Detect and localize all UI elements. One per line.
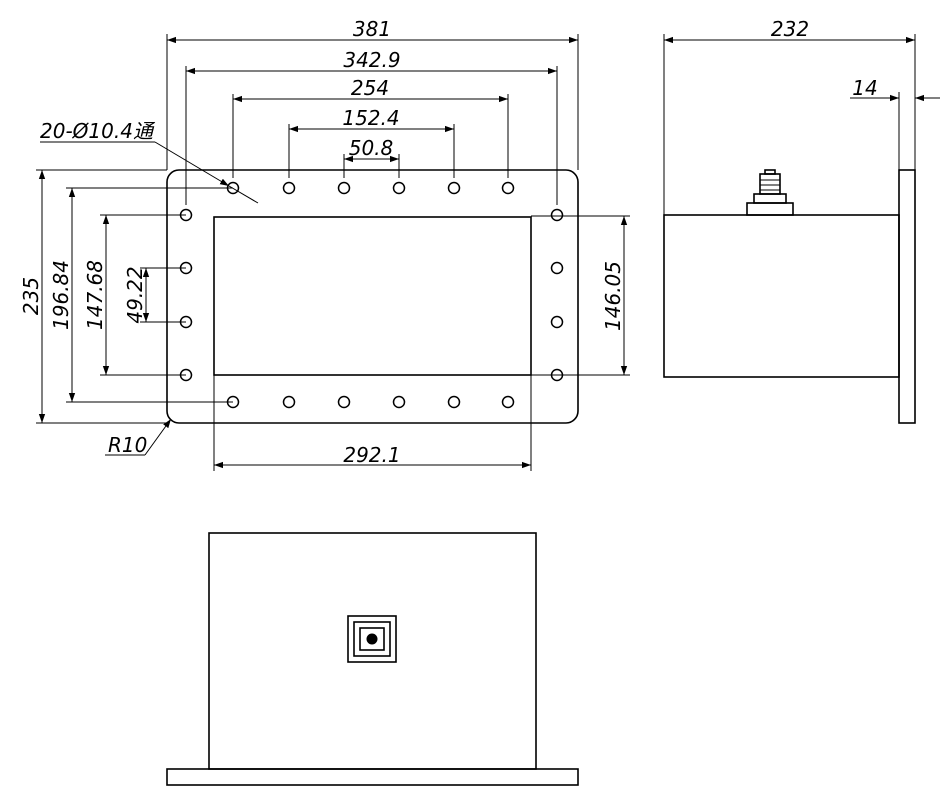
dimension-labels: 381 342.9 254 152.4 50.8 292.1 20-Ø10.4通…: [19, 17, 625, 467]
label-49-22: 49.22: [123, 266, 147, 323]
flange-side: [898, 169, 916, 424]
front-view: [166, 169, 579, 424]
bolt-hole: [501, 181, 515, 195]
connector-top-outer: [347, 615, 397, 663]
label-147-68: 147.68: [83, 260, 107, 330]
connector-base: [746, 202, 794, 216]
bolt-hole: [550, 315, 564, 329]
bolt-hole: [392, 395, 406, 409]
label-196-84: 196.84: [49, 260, 73, 330]
bolt-hole: [282, 395, 296, 409]
label-254: 254: [351, 76, 389, 100]
extension-lines: [36, 34, 630, 471]
bolt-hole: [447, 181, 461, 195]
side-view: [663, 169, 916, 424]
label-radius: R10: [108, 433, 147, 457]
connector-pin: [366, 633, 378, 645]
bolt-hole: [447, 395, 461, 409]
label-381: 381: [353, 17, 391, 41]
label-14: 14: [852, 76, 877, 100]
flange-outline: [166, 169, 579, 424]
label-235: 235: [19, 277, 43, 315]
bolt-hole: [337, 181, 351, 195]
waveguide-body-top: [208, 532, 537, 770]
label-hole-note: 20-Ø10.4通: [40, 119, 156, 143]
waveguide-aperture: [213, 216, 532, 376]
label-146-05: 146.05: [601, 261, 625, 331]
label-232: 232: [771, 17, 809, 41]
bolt-hole: [550, 208, 564, 222]
connector-nut: [759, 173, 781, 195]
bolt-hole: [392, 181, 406, 195]
bolt-hole: [550, 261, 564, 275]
top-view: [166, 532, 579, 786]
bolt-hole: [501, 395, 515, 409]
bolt-hole: [337, 395, 351, 409]
waveguide-body-side: [663, 214, 900, 378]
dimension-lines: [38, 36, 628, 469]
flange-top: [166, 768, 579, 786]
side-view-dimensions: 232 14: [663, 17, 940, 215]
label-50-8: 50.8: [349, 136, 394, 160]
label-342-9: 342.9: [343, 48, 400, 72]
bolt-hole: [282, 181, 296, 195]
label-152-4: 152.4: [342, 106, 399, 130]
label-292-1: 292.1: [343, 443, 400, 467]
